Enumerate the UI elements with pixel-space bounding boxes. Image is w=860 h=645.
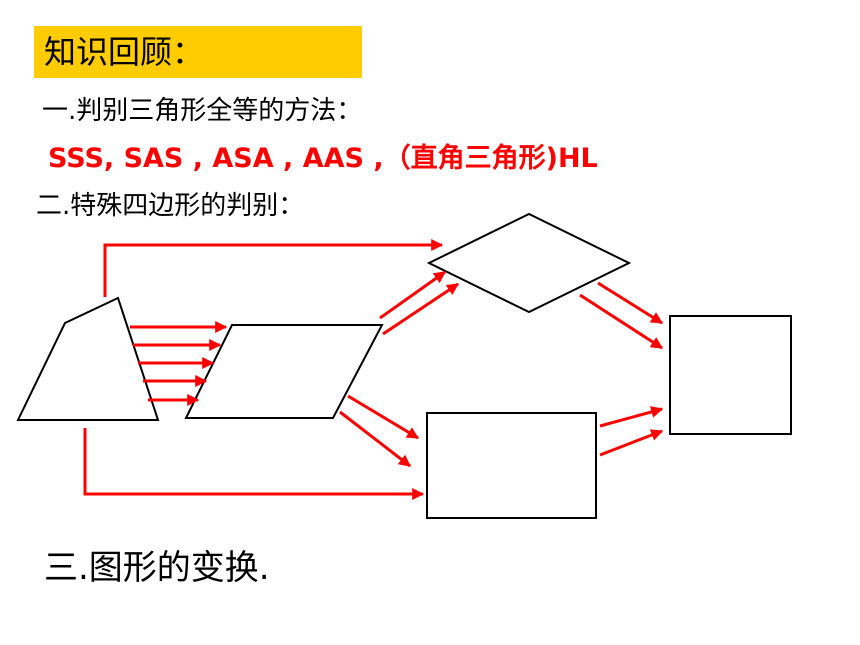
arrow bbox=[339, 410, 411, 468]
rectangle-to-square-arrows bbox=[599, 406, 664, 457]
rhombus-to-square-arrows bbox=[579, 281, 664, 350]
arrow bbox=[597, 281, 664, 325]
rhombus-shape bbox=[426, 212, 632, 314]
section-quadrilateral-heading: 二.特殊四边形的判别： bbox=[36, 191, 305, 221]
quadrilateral-shape bbox=[16, 296, 160, 421]
quad-to-parallelogram-arrows bbox=[130, 321, 228, 406]
section-transform-heading: 三.图形的变换. bbox=[44, 548, 270, 588]
rectangle-shape bbox=[426, 412, 597, 519]
page-title: 知识回顾： bbox=[44, 33, 205, 71]
parallelogram-to-rhombus-arrows bbox=[379, 270, 459, 336]
parallelogram-to-rectangle-arrows bbox=[339, 394, 420, 468]
quad-to-rectangle-arrow bbox=[83, 428, 425, 500]
title-highlight bbox=[34, 26, 362, 78]
arrow bbox=[579, 293, 664, 350]
arrow bbox=[347, 394, 420, 440]
square-shape bbox=[669, 315, 792, 435]
arrow bbox=[382, 282, 459, 336]
parallelogram-shape bbox=[184, 324, 384, 419]
arrow bbox=[599, 429, 664, 457]
arrow bbox=[379, 270, 446, 320]
quad-to-rhombus-arrow bbox=[103, 239, 444, 297]
section-congruence-heading: 一.判别三角形全等的方法： bbox=[42, 96, 363, 126]
congruence-methods: SSS, SAS , ASA , AAS ,（直角三角形)HL bbox=[48, 143, 598, 174]
arrow bbox=[599, 406, 664, 428]
